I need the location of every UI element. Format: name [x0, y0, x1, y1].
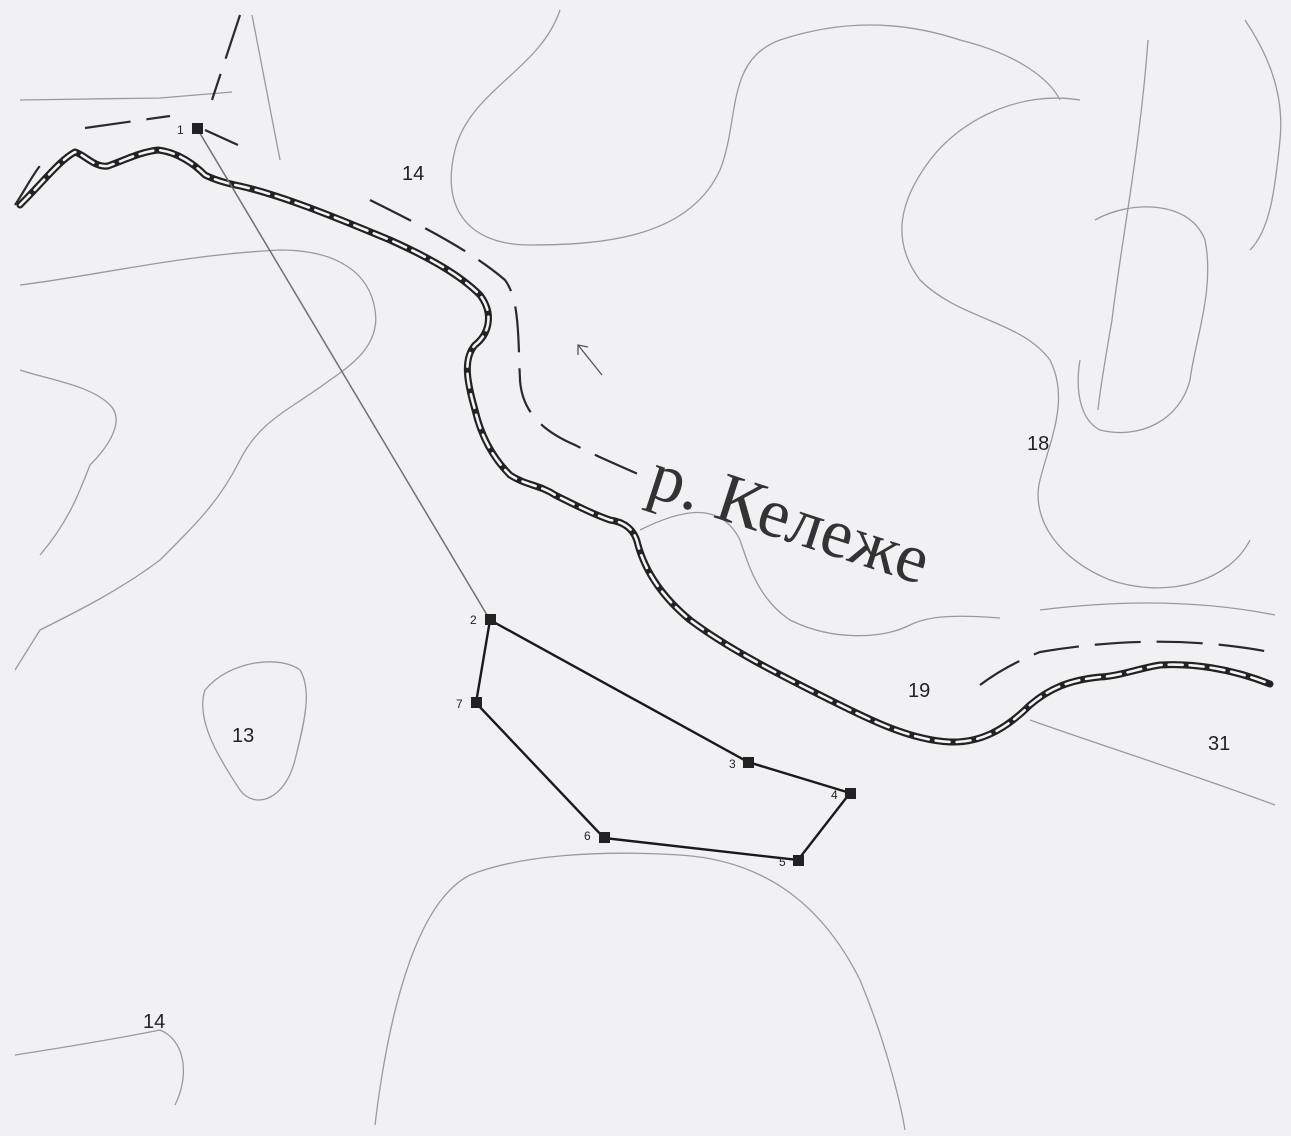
plot-number-14-top: 14	[402, 163, 424, 185]
vertex-marker-6	[599, 832, 610, 843]
dashed-top-stub	[210, 14, 242, 101]
contour-31-area	[1039, 602, 1276, 616]
vertex-marker-7	[471, 697, 482, 708]
contour-31-lower	[1029, 719, 1276, 806]
river-line-outer	[16, 146, 1274, 746]
plot-number-14-bottom: 14	[143, 1011, 165, 1033]
vertex-label-6: 6	[584, 829, 591, 843]
plot-numbers: 14 18 19 31 13 14	[143, 163, 1230, 1033]
vertex-label-7: 7	[456, 697, 463, 711]
contour-vertical-right	[1097, 39, 1149, 411]
contour-18-area	[901, 97, 1251, 589]
plot-number-19: 19	[908, 680, 930, 702]
plot-boundary	[474, 618, 853, 862]
contour-bottom-hill	[374, 852, 906, 1131]
contour-14-area	[450, 9, 1061, 246]
flow-arrow-icon	[577, 344, 603, 376]
contour-river-bend	[639, 511, 1001, 637]
vertex-marker-5	[793, 855, 804, 866]
plot-number-18: 18	[1027, 433, 1049, 455]
dashed-top-left	[84, 114, 239, 147]
vertex-marker-3	[743, 757, 754, 768]
contour-left-plain	[14, 249, 377, 671]
contour-right-edge	[1244, 19, 1282, 251]
vertex-marker-2	[485, 614, 496, 625]
river-line-inner	[18, 148, 1272, 744]
river-keleje	[16, 146, 1274, 746]
dashed-right-bank	[979, 640, 1271, 686]
contour-top-left	[19, 91, 233, 101]
vertex-label-5: 5	[779, 855, 786, 869]
dashed-left-stub	[14, 159, 46, 206]
vertex-markers	[192, 123, 856, 866]
contour-13-island	[202, 661, 307, 801]
vertex-label-4: 4	[831, 788, 838, 802]
vertex-label-2: 2	[470, 613, 477, 627]
vertex-label-1: 1	[177, 123, 184, 137]
contour-14-bottom	[14, 1029, 185, 1106]
contour-left-inner	[19, 369, 117, 556]
dashed-river-bank	[369, 199, 641, 476]
vertex-labels: 1 2 3 4 5 6 7	[177, 123, 838, 869]
plot-number-31: 31	[1208, 733, 1230, 755]
contour-18-inner	[1077, 206, 1209, 434]
vertex-marker-4	[845, 788, 856, 799]
river-name-label: р. Кележе	[640, 437, 939, 600]
vertex-marker-1	[192, 123, 203, 134]
vertex-label-3: 3	[729, 757, 736, 771]
plot-number-13: 13	[232, 725, 254, 747]
traverse-line	[197, 129, 491, 621]
contour-lines	[14, 9, 1282, 1131]
contour-top-vertical	[251, 14, 281, 161]
dashed-boundaries	[14, 14, 1271, 686]
